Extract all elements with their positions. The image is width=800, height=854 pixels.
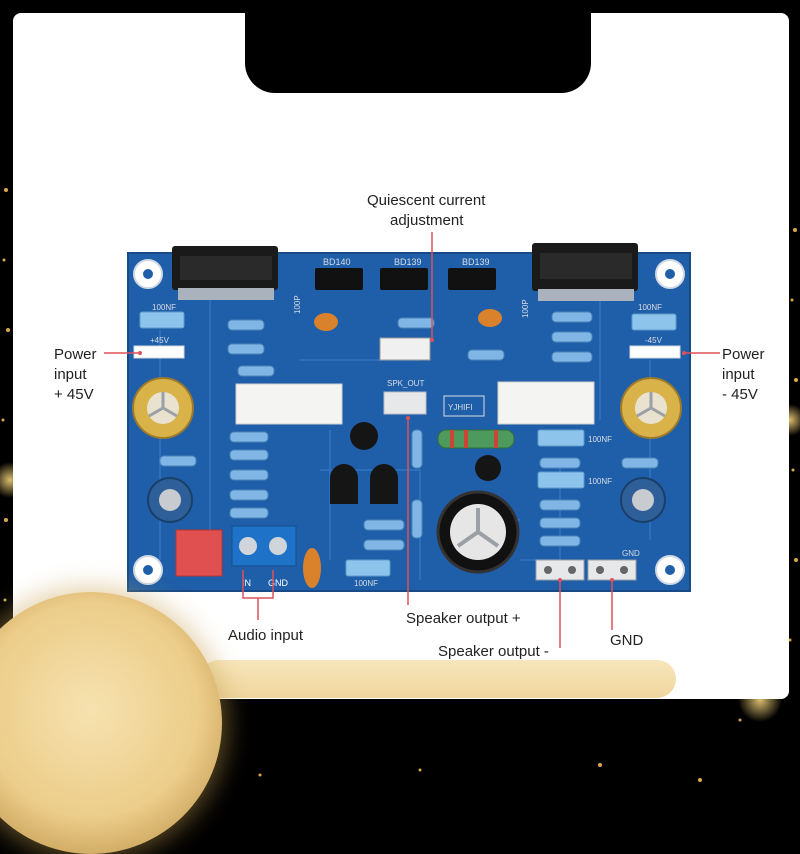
silk-100nf-tr: 100NF: [638, 303, 662, 312]
label-power-right-2: input: [722, 366, 755, 383]
silk-bd140: BD140: [323, 257, 351, 267]
green-resistor: [437, 429, 515, 449]
ceramic-capacitor: [303, 309, 502, 588]
silk-100p-l: 100P: [293, 295, 302, 314]
label-audio-input: Audio input: [228, 627, 304, 644]
label-gnd: GND: [610, 632, 644, 649]
small-electrolytic: [147, 477, 666, 523]
label-speaker-plus: Speaker output +: [406, 610, 521, 627]
label-power-left-2: input: [54, 366, 87, 383]
electrolytic-capacitor-left: [132, 377, 194, 439]
brand-box: [443, 395, 485, 417]
label-power-left-1: Power: [54, 346, 97, 363]
annotation-lines: [104, 232, 720, 648]
film-capacitor: [139, 311, 677, 577]
silk-100nf-tl: 100NF: [152, 303, 176, 312]
silk-100nf-mr: 100NF: [588, 435, 612, 444]
amplifier-board: BD140 BD139 BD139 100NF 100NF 100NF 100N…: [104, 232, 720, 648]
resistor: [159, 311, 659, 551]
power-transistor-left: [172, 246, 278, 300]
large-capacitor: [436, 490, 520, 574]
silk-minus45: -45V: [645, 336, 663, 345]
spk-out-connector: [383, 391, 427, 415]
driver-transistors: [315, 268, 496, 290]
silk-bd139-b: BD139: [462, 257, 490, 267]
silk-plus45: +45V: [150, 336, 170, 345]
label-adjustment: adjustment: [390, 212, 464, 229]
power-transistor-right: [532, 243, 638, 301]
label-power-right-3: - 45V: [722, 386, 758, 403]
electrolytic-capacitor-right: [620, 377, 682, 439]
silk-in: IN: [242, 578, 251, 588]
silk-100nf-b: 100NF: [354, 579, 378, 588]
gold-banner-bar: [200, 660, 676, 698]
label-quiescent-current: Quiescent current: [367, 192, 486, 209]
silk-gnd-term: GND: [268, 578, 289, 588]
bias-potentiometer: [379, 337, 431, 361]
silk-spk-out: SPK_OUT: [387, 379, 424, 388]
label-power-left-3: + 45V: [54, 386, 94, 403]
silk-gnd: GND: [622, 549, 640, 558]
power-connector: [133, 345, 681, 359]
power-resistor: [235, 381, 595, 425]
red-relay: [175, 529, 223, 577]
label-speaker-minus: Speaker output -: [438, 643, 549, 660]
card-notch: [245, 13, 591, 93]
silk-yjhifi: YJHIFI: [448, 403, 472, 412]
silk-100p-r: 100P: [521, 299, 530, 318]
silk-100nf-mr2: 100NF: [588, 477, 612, 486]
silk-bd139-a: BD139: [394, 257, 422, 267]
small-transistor: [330, 422, 501, 504]
label-power-right-1: Power: [722, 346, 765, 363]
speaker-pins: [535, 559, 637, 581]
audio-input-terminal: [231, 525, 297, 567]
